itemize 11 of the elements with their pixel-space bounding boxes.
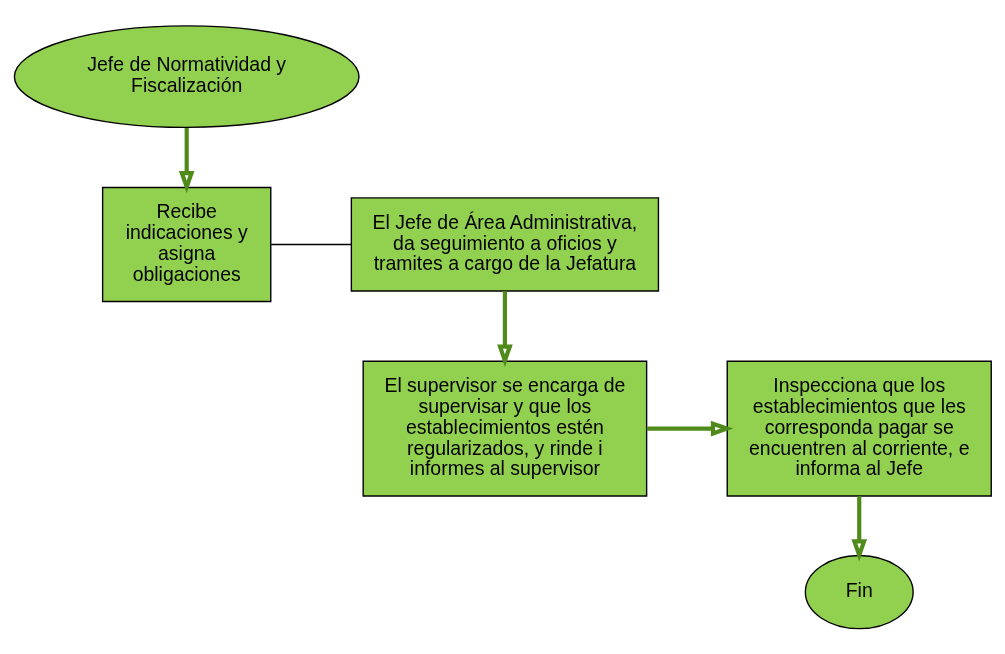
node-box: Recibe indicaciones y asigna obligaciones — [101, 186, 271, 303]
node-ellipse: Fin — [804, 554, 914, 630]
arrow — [496, 291, 513, 367]
node-box: El Jefe de Área Administrativa, da seguimiento a oficios y tramites a cargo de la Jefatura — [350, 197, 659, 292]
node-box: El supervisor se encarga de supervisar y que los establecimientos estén regularizados, y rinde i informes al supervisor — [361, 360, 647, 497]
arrow — [850, 496, 867, 562]
connector — [270, 243, 352, 246]
node-box: Inspecciona que los establecimientos que les corresponda pagar se encuentren al corriente, e informa al Jefe — [726, 360, 992, 497]
node-ellipse: Jefe de Normatividad y Fiscalización — [13, 25, 360, 129]
arrow — [178, 128, 194, 194]
arrow — [646, 420, 733, 437]
